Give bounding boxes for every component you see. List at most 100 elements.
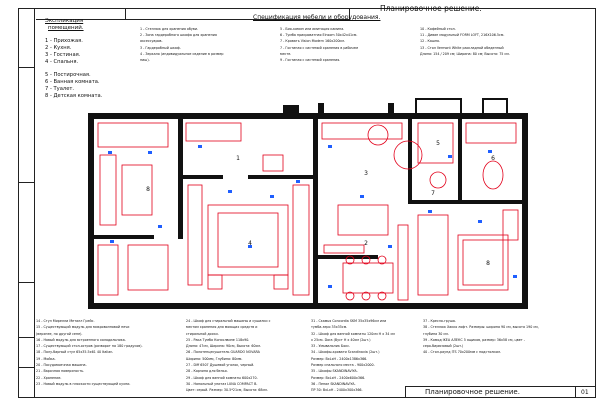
room-legend: 1 - Прихожая. 2 - Кухня. 3 - Гостиная. 4… bbox=[45, 38, 102, 100]
spec-item: 34 - Шкафы-кровати Scandinavia (2шт.) bbox=[311, 350, 380, 355]
spec-column-1: 1 - Стеллаж для хранения обуви. 2 - Зона… bbox=[140, 26, 223, 63]
spec-item: 28 - Корзина для белья. bbox=[186, 369, 228, 374]
spec-item: Размер: BxLxH - 2400x600x366. bbox=[311, 375, 366, 380]
sheet-number-cell bbox=[575, 386, 596, 398]
legend-title-line2: помещений. bbox=[48, 24, 84, 31]
spec-item: 11 - Диван модульный FORM LOFT, 216X106.… bbox=[420, 33, 505, 38]
spec-item: Длина: 47см, Ширина: 90см, Высота: 60см. bbox=[186, 344, 261, 349]
spec-item: ПР 30: BxLxH - 2400x300x366. bbox=[311, 388, 363, 393]
legend-item: 2 - Кухня. bbox=[45, 45, 72, 51]
legend-item: 7 - Туалет. bbox=[45, 86, 75, 92]
spec-item: серо-бирюзовый (2шт.) bbox=[423, 344, 464, 349]
spec-item: местом хранения для моющих средств и bbox=[186, 325, 258, 330]
spec-item: 25 - Рака Тумба Консолвине 118x90. bbox=[186, 337, 250, 342]
spec-item: 12 - Кашпо. bbox=[420, 39, 441, 44]
spec-item: аксессуаров. bbox=[140, 39, 163, 44]
legend-item: 8 - Детская комната. bbox=[45, 93, 103, 99]
spec-column-3: 10 - Кофейный стол. 11 - Диван модульный… bbox=[420, 26, 510, 57]
spec-item: 1 - Стеллаж для хранения обуви. bbox=[140, 27, 199, 31]
title-block-title: Планировочное решение. bbox=[425, 388, 520, 396]
sheet-number: 01 bbox=[581, 389, 589, 396]
spec-item: ниш). bbox=[140, 58, 150, 63]
spec-item: 6 - Тумба прикроватная Einsom 50x42x41см… bbox=[280, 33, 358, 38]
spec-item: стиральной доски. bbox=[186, 331, 219, 336]
spec-item: 37 - Кресло-груша. bbox=[423, 319, 456, 323]
room-number-4: 4 bbox=[248, 240, 252, 247]
legend-item: 5 - Постирочная. bbox=[45, 72, 91, 78]
spec-item: 23 - Новый модуль в плоскости существующ… bbox=[36, 381, 131, 386]
room-number-1: 1 bbox=[236, 155, 240, 162]
spec-item: Ширина: 500мм, Глубина: 80мм. bbox=[186, 356, 243, 361]
spec-item: 7 - Гостиная с системой хранения в рабоч… bbox=[280, 45, 358, 50]
spec-item: x 25см. Dora (Вуст H x 40см (2шт.) bbox=[311, 337, 371, 342]
walls bbox=[88, 98, 528, 309]
room-number-5: 5 bbox=[436, 140, 440, 147]
spec-item: 18 - Полу-барный стул 65x35.5x61 40 Ital… bbox=[36, 350, 114, 355]
floor-plan: 8 1 4 3 2 5 6 7 8 bbox=[88, 98, 528, 309]
spec-item: Длина: 154 / 209 см; Ширина: 80 см; Высо… bbox=[420, 51, 510, 56]
outlet-markers bbox=[108, 145, 517, 288]
spec-item: 7 - Кровать Vision Modern 160x200см. bbox=[280, 39, 345, 44]
spec-item: 39 - Комод IKEA АЛЕКС 5 ящиков, размер: … bbox=[423, 337, 525, 342]
legend-item: 6 - Ванная комната. bbox=[45, 79, 100, 85]
spec-item: 29 - Шкаф для ванной комнаты 600x270. bbox=[186, 375, 258, 380]
furniture-spec-bottom: 14 - Стул Мирелли Металл Грейс. 15 - Сущ… bbox=[36, 318, 466, 398]
sheet-title: Планировочное решение. bbox=[380, 4, 482, 13]
spec-item: 9 - Гостиная с системой хранения. bbox=[280, 58, 341, 63]
legend-item: 3 - Гостиная. bbox=[45, 52, 81, 58]
spec-item: 35 - Шкафы SKANDINAVIYA. bbox=[311, 369, 358, 374]
spec-item: месте. bbox=[280, 51, 292, 56]
spec-item: 31 - Скамья Concordia SKM 35x35x96см или bbox=[311, 319, 387, 323]
spec-item: 27 - Diff 6507 Душевой уголок, черный. bbox=[186, 363, 255, 368]
spec-item: 5 - Био-камин или имитация камина. bbox=[280, 27, 345, 31]
furniture-spec-top: 1 - Стеллаж для хранения обуви. 2 - Зона… bbox=[140, 26, 530, 86]
spec-item: 20 - Посудомоечная машина. bbox=[36, 363, 87, 368]
header-tab-spec bbox=[126, 8, 350, 20]
spec-item: 10 - Кофейный стол. bbox=[420, 27, 456, 31]
room-number-6: 6 bbox=[491, 155, 495, 162]
bottom-column-3: 31 - Скамья Concordia SKM 35x35x96см или… bbox=[311, 318, 395, 394]
room-number-8b: 8 bbox=[486, 260, 490, 267]
spec-item: 32 - Шкаф для ванной комнаты 120см H x 3… bbox=[311, 331, 395, 336]
spec-title: Спецификация мебели и оборудования. bbox=[253, 14, 381, 21]
spec-item: 4 - Зеркало (индивидуальное изделие в ра… bbox=[140, 51, 224, 56]
spec-item: 24 - Шкаф для стиральной машины и сушилк… bbox=[186, 319, 271, 323]
spec-item: Размер: BxLxH - 2400x1386x366. bbox=[311, 356, 368, 361]
spec-item: 14 - Стул Мирелли Металл Грейс. bbox=[36, 319, 95, 323]
spec-item: 16 - Новый модуль для встроенного холоди… bbox=[36, 337, 126, 342]
legend-item: 1 - Прихожая. bbox=[45, 38, 83, 44]
bottom-column-2: 24 - Шкаф для стиральной машины и сушилк… bbox=[186, 318, 270, 394]
spec-item: 3 - Гардеробный шкаф. bbox=[140, 45, 181, 50]
legend-title-line1: Экспликация bbox=[45, 18, 84, 24]
spec-item: 26 - Полотенцесушитель GUARDO NOVARA bbox=[186, 350, 260, 355]
spec-item: (верхнее, по другой сене). bbox=[36, 331, 83, 336]
room-number-3: 3 bbox=[364, 170, 368, 177]
bottom-column-1: 14 - Стул Мирелли Металл Грейс. 15 - Сущ… bbox=[36, 318, 143, 387]
legend-item: 4 - Спальня. bbox=[45, 59, 79, 65]
spec-item: Цвет: серый. Размер: 30.5*21см, Высота: … bbox=[186, 388, 268, 393]
spec-item: тумба-зеро 35x35см. bbox=[311, 325, 348, 330]
room-number-7: 7 bbox=[431, 190, 435, 197]
spec-item: глубина 30 см. bbox=[423, 331, 449, 336]
title-block bbox=[405, 386, 596, 398]
furniture bbox=[97, 122, 519, 301]
bottom-column-4: 37 - Кресло-груша. 38 - Стеллаж Хакко ло… bbox=[423, 318, 539, 356]
room-number-2: 2 bbox=[364, 240, 368, 247]
header-tab bbox=[36, 8, 126, 20]
spec-item: 30 - Напольный унитаз LUNA COMPACT B. bbox=[186, 381, 258, 386]
spec-item: 22 - Хранение. bbox=[36, 375, 62, 380]
spec-item: 15 - Существующий модуль для микроволнов… bbox=[36, 325, 130, 330]
sheet-frame bbox=[18, 8, 596, 398]
binding-strip bbox=[18, 8, 35, 398]
spec-item: 33 - Умывальник Бокс. bbox=[311, 344, 351, 349]
spec-item: 19 - Мойка. bbox=[36, 356, 56, 361]
spec-item: 38 - Стеллаж Хакко лофт. Размеры: ширина… bbox=[423, 325, 539, 330]
spec-item: 17 - Существующий стол-остров (разворот … bbox=[36, 344, 143, 349]
spec-item: Размер спального места - 900x2000. bbox=[311, 363, 375, 368]
spec-column-2: 5 - Био-камин или имитация камина. 6 - Т… bbox=[280, 26, 358, 63]
spec-item: 21 - Варочная поверхность. bbox=[36, 369, 85, 374]
spec-item: 2 - Зона гардеробного шкафа для хранения bbox=[140, 33, 217, 38]
spec-item: 40 - Стол-раунд ITS 70x200мм с подстолко… bbox=[423, 350, 501, 355]
spec-item: 36 - Пенал SKANDINAVIYA. bbox=[311, 381, 356, 386]
